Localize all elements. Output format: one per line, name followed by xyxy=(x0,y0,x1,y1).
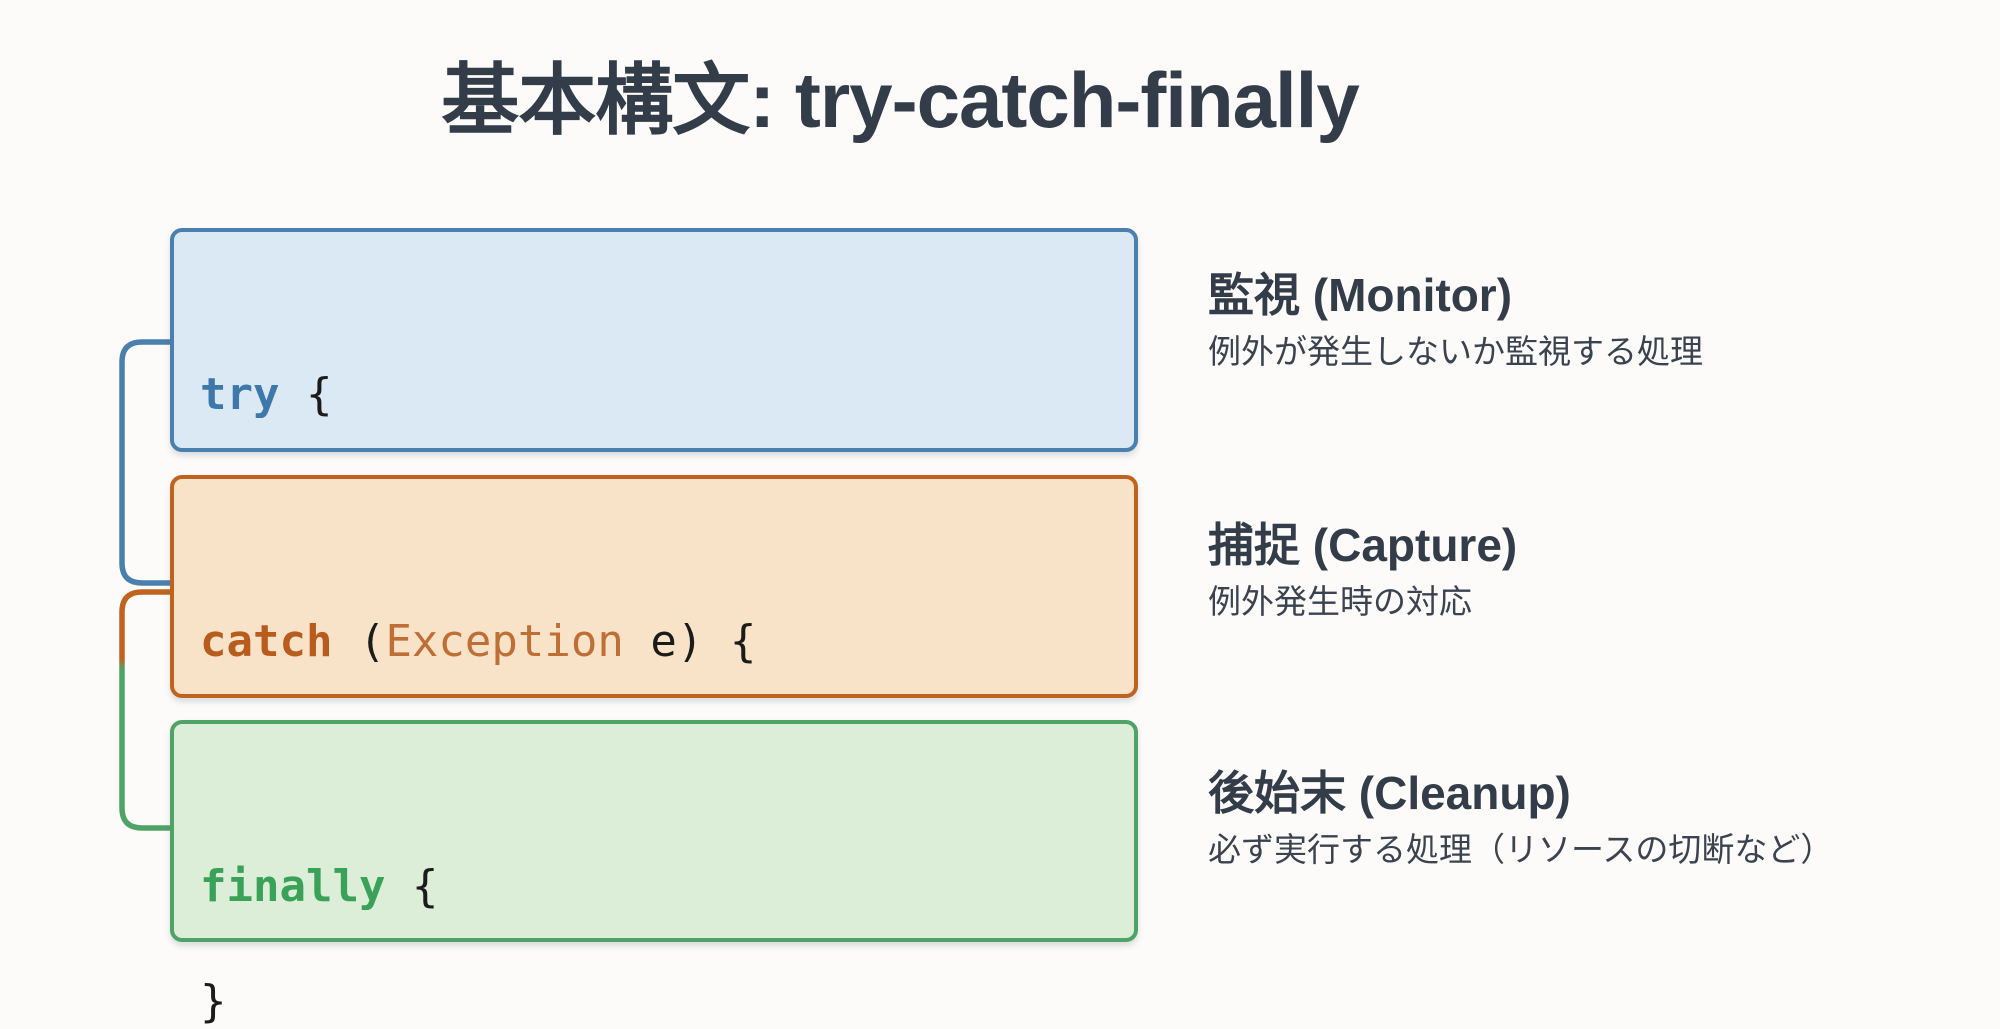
open-paren: ( xyxy=(332,616,386,667)
cleanup-label-desc: 必ず実行する処理（リソースの切断など） xyxy=(1208,831,1834,868)
capture-label-group: 捕捉 (Capture) 例外発生時の対応 xyxy=(1208,516,1988,625)
close-brace: } xyxy=(200,976,227,1027)
try-keyword: try xyxy=(200,369,280,420)
page-title: 基本構文: try-catch-finally xyxy=(441,56,1359,144)
try-block: try { ... } xyxy=(170,228,1138,780)
cleanup-label-title: 後始末 (Cleanup) xyxy=(1208,767,1571,819)
code-line: try { xyxy=(200,365,1134,425)
flow-connectors xyxy=(119,339,177,831)
catch-block: catch (Exception e) { ... } xyxy=(170,475,1138,1027)
monitor-label-desc: 例外が発生しないか監視する処理 xyxy=(1208,333,1703,370)
open-brace: { xyxy=(385,861,439,912)
exception-type: Exception xyxy=(385,616,624,667)
code-line: catch (Exception e) { xyxy=(200,612,1134,672)
capture-label-title: 捕捉 (Capture) xyxy=(1208,519,1518,571)
finally-code: finally { ... } xyxy=(174,724,1134,1029)
param-and-brace: e) { xyxy=(623,616,757,667)
cleanup-label-group: 後始末 (Cleanup) 必ず実行する処理（リソースの切断など） xyxy=(1208,764,1988,873)
capture-label-desc: 例外発生時の対応 xyxy=(1208,583,1472,620)
try-catch-connector xyxy=(119,339,177,586)
code-line: } xyxy=(200,972,1134,1029)
finally-keyword: finally xyxy=(200,861,386,912)
code-line: finally { xyxy=(200,857,1134,917)
finally-block: finally { ... } xyxy=(170,720,1138,942)
open-brace: { xyxy=(279,369,333,420)
catch-finally-connector xyxy=(119,589,177,831)
monitor-label-group: 監視 (Monitor) 例外が発生しないか監視する処理 xyxy=(1208,266,1988,375)
catch-keyword: catch xyxy=(200,616,333,667)
monitor-label-title: 監視 (Monitor) xyxy=(1208,269,1513,321)
